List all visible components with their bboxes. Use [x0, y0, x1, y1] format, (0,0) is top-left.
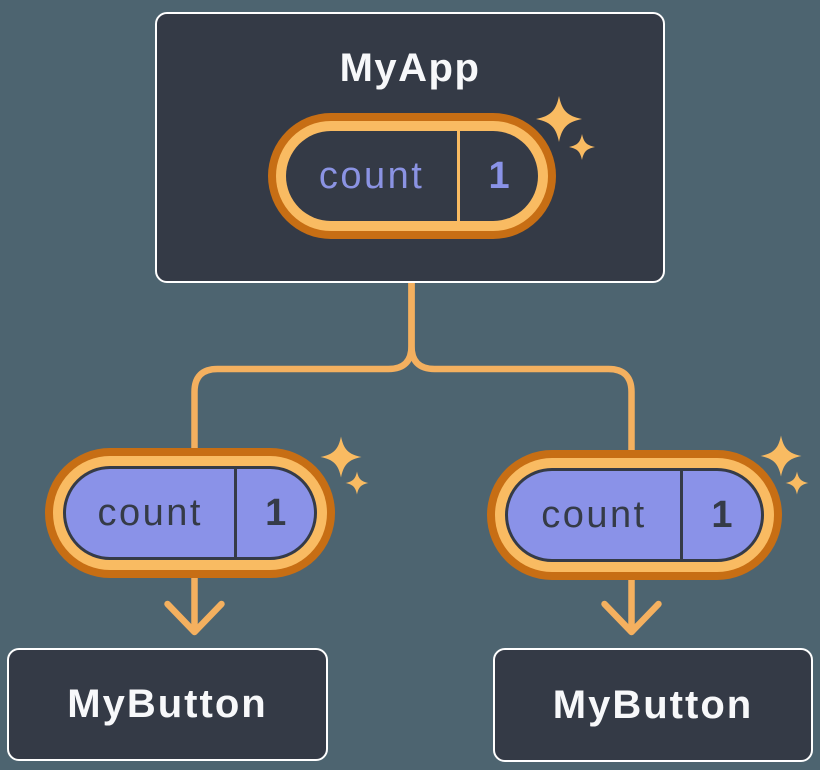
prop-key-left: count: [97, 491, 203, 534]
state-value: 1: [488, 154, 510, 197]
arrowhead-right-icon: [601, 600, 662, 636]
state-pill-root-ring: count 1: [276, 121, 548, 231]
prop-key-right: count: [541, 493, 647, 536]
sparkle-icon: [345, 471, 369, 495]
sparkle-icon: [785, 471, 809, 495]
mybutton-title-right: MyButton: [552, 682, 754, 727]
state-pill-root: count 1: [268, 113, 556, 239]
mybutton-title-left: MyButton: [67, 682, 268, 726]
state-key: count: [318, 154, 425, 197]
prop-value-left: 1: [265, 491, 287, 534]
mybutton-card-left: MyButton: [7, 648, 328, 761]
mybutton-card-right: MyButton: [493, 648, 813, 762]
pill-divider: [457, 131, 461, 221]
prop-pill-left: count 1: [45, 448, 335, 578]
pill-divider: [679, 471, 683, 559]
prop-pill-left-ring: count 1: [53, 456, 327, 570]
arrowhead-left-icon: [164, 600, 225, 636]
prop-pill-right: count 1: [487, 450, 782, 580]
sparkle-icon: [760, 435, 802, 477]
sparkle-icon: [320, 436, 362, 478]
myapp-title: MyApp: [339, 46, 481, 90]
prop-value-right: 1: [711, 493, 733, 536]
prop-pill-right-ring: count 1: [495, 458, 774, 572]
